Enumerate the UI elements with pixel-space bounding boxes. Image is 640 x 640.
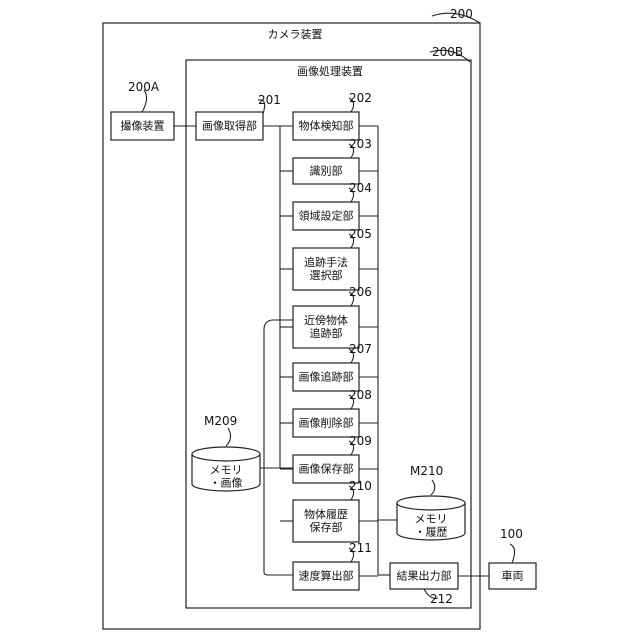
- unit-202: 物体検知部 202: [293, 91, 378, 140]
- image-processor-label: 画像処理装置: [297, 65, 363, 78]
- unit-209: 画像保存部 209: [280, 434, 378, 483]
- unit-label-206-2: 追跡部: [310, 326, 343, 340]
- memory-history-line-2: ・履歴: [415, 526, 448, 539]
- unit-label-208-1: 画像削除部: [299, 416, 354, 430]
- image-processor-ref: 200B: [432, 45, 463, 59]
- unit-206: 近傍物体追跡部 206: [280, 285, 378, 348]
- unit-ref-209: 209: [349, 434, 372, 448]
- unit-label-210-1: 物体履歴: [304, 507, 348, 521]
- memory-image-line-1: メモリ: [210, 464, 243, 477]
- memory-loop-line: [264, 320, 293, 575]
- memory-image-ref: M209: [204, 414, 237, 428]
- memory-history-leader: [431, 480, 435, 495]
- memory-history-line-1: メモリ: [415, 513, 448, 526]
- unit-ref-204: 204: [349, 181, 372, 195]
- unit-207: 画像追跡部 207: [280, 342, 378, 391]
- unit-204: 領域設定部 204: [280, 181, 378, 230]
- memory-history-top: [397, 496, 465, 510]
- unit-ref-205: 205: [349, 227, 372, 241]
- unit-ref-203: 203: [349, 137, 372, 151]
- unit-205: 追跡手法選択部 205: [280, 227, 378, 290]
- memory-image-top: [192, 447, 260, 461]
- vehicle-ref: 100: [500, 527, 523, 541]
- unit-ref-207: 207: [349, 342, 372, 356]
- memory-image-leader: [226, 428, 231, 446]
- result-output-ref: 212: [430, 592, 453, 606]
- result-output-label: 結果出力部: [397, 569, 452, 583]
- unit-label-203-1: 識別部: [310, 164, 343, 178]
- unit-203: 識別部 203: [280, 137, 378, 184]
- unit-ref-202: 202: [349, 91, 372, 105]
- vehicle-leader: [510, 544, 515, 563]
- unit-label-209-1: 画像保存部: [299, 462, 354, 476]
- unit-label-207-1: 画像追跡部: [299, 370, 354, 384]
- unit-label-202-1: 物体検知部: [299, 119, 354, 133]
- processing-units: 物体検知部 202 識別部 203 領域設定部 204 追跡手法選択部 205 近傍物体追跡部 2…: [280, 91, 378, 590]
- memory-image-line-2: ・画像: [210, 477, 243, 490]
- imaging-unit-ref: 200A: [128, 80, 160, 94]
- unit-ref-206: 206: [349, 285, 372, 299]
- unit-label-211-1: 速度算出部: [299, 569, 354, 583]
- imaging-unit-label: 撮像装置: [121, 119, 165, 133]
- unit-label-210-2: 保存部: [310, 520, 343, 534]
- unit-211: 速度算出部 211: [293, 541, 378, 590]
- unit-ref-211: 211: [349, 541, 372, 555]
- unit-ref-208: 208: [349, 388, 372, 402]
- unit-208: 画像削除部 208: [280, 388, 378, 437]
- unit-label-205-2: 選択部: [310, 268, 343, 282]
- vehicle-label: 車両: [502, 569, 524, 583]
- acquisition-unit-label: 画像取得部: [202, 119, 257, 133]
- unit-label-204-1: 領域設定部: [299, 209, 354, 223]
- unit-ref-210: 210: [349, 479, 372, 493]
- unit-label-205-1: 追跡手法: [304, 255, 348, 269]
- unit-label-206-1: 近傍物体: [304, 313, 348, 327]
- memory-image-cylinder: メモリ ・画像: [192, 447, 260, 491]
- memory-history-ref: M210: [410, 464, 443, 478]
- unit-210: 物体履歴保存部 210: [280, 479, 378, 542]
- camera-device-ref: 200: [450, 7, 473, 21]
- acquisition-unit-ref: 201: [258, 93, 281, 107]
- memory-history-cylinder: メモリ ・履歴: [397, 496, 465, 540]
- camera-device-label: カメラ装置: [268, 28, 323, 41]
